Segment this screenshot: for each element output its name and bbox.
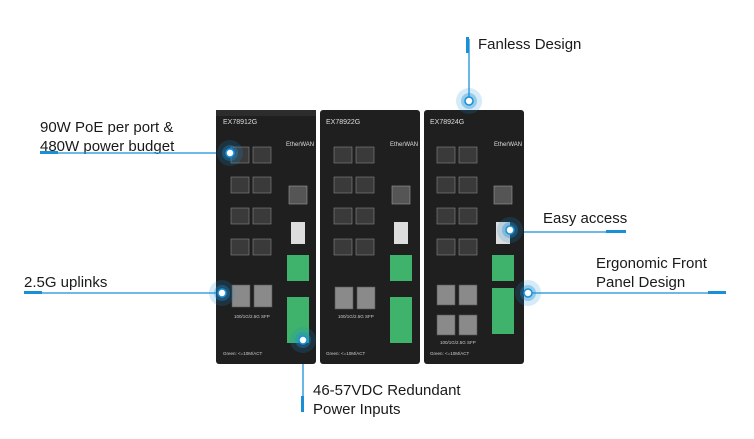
callout-markers [209, 88, 541, 353]
model-label: EX78912G [223, 119, 257, 126]
brand-logo: EtherWAN [286, 142, 314, 148]
svg-text:Green: <=10M/ACT: Green: <=10M/ACT [326, 351, 366, 356]
power-inputs-label: 46-57VDC Redundant Power Inputs [313, 382, 461, 418]
svg-text:Green: <=10M/ACT: Green: <=10M/ACT [430, 351, 470, 356]
brand-logo: EtherWAN [494, 142, 522, 148]
switch-ex78924g: EX78924G EtherWAN 100/1G/2.5G SFP Green:… [424, 110, 524, 364]
model-label: EX78924G [430, 119, 464, 126]
sfp-label: 100/1G/2.5G SFP [440, 340, 476, 345]
easy-access-label: Easy access [543, 210, 628, 227]
svg-text:Green: <=10M/ACT: Green: <=10M/ACT [223, 351, 263, 356]
ergonomic-panel-label: Ergonomic Front Panel Design [596, 255, 707, 291]
fanless-design-label: Fanless Design [478, 36, 582, 53]
model-label: EX78922G [326, 119, 360, 126]
switch-ex78912g: EX78912G EtherWAN 100/1G/2.5G SFP Green:… [216, 110, 316, 364]
brand-logo: EtherWAN [390, 142, 418, 148]
sfp-label: 100/1G/2.5G SFP [338, 314, 374, 319]
switch-ex78922g: EX78922G EtherWAN 100/1G/2.5G SFP Green:… [320, 110, 420, 364]
sfp-label: 100/1G/2.5G SFP [234, 314, 270, 319]
uplinks-label: 2.5G uplinks [24, 274, 108, 291]
poe-budget-label: 90W PoE per port & 480W power budget [40, 119, 175, 155]
